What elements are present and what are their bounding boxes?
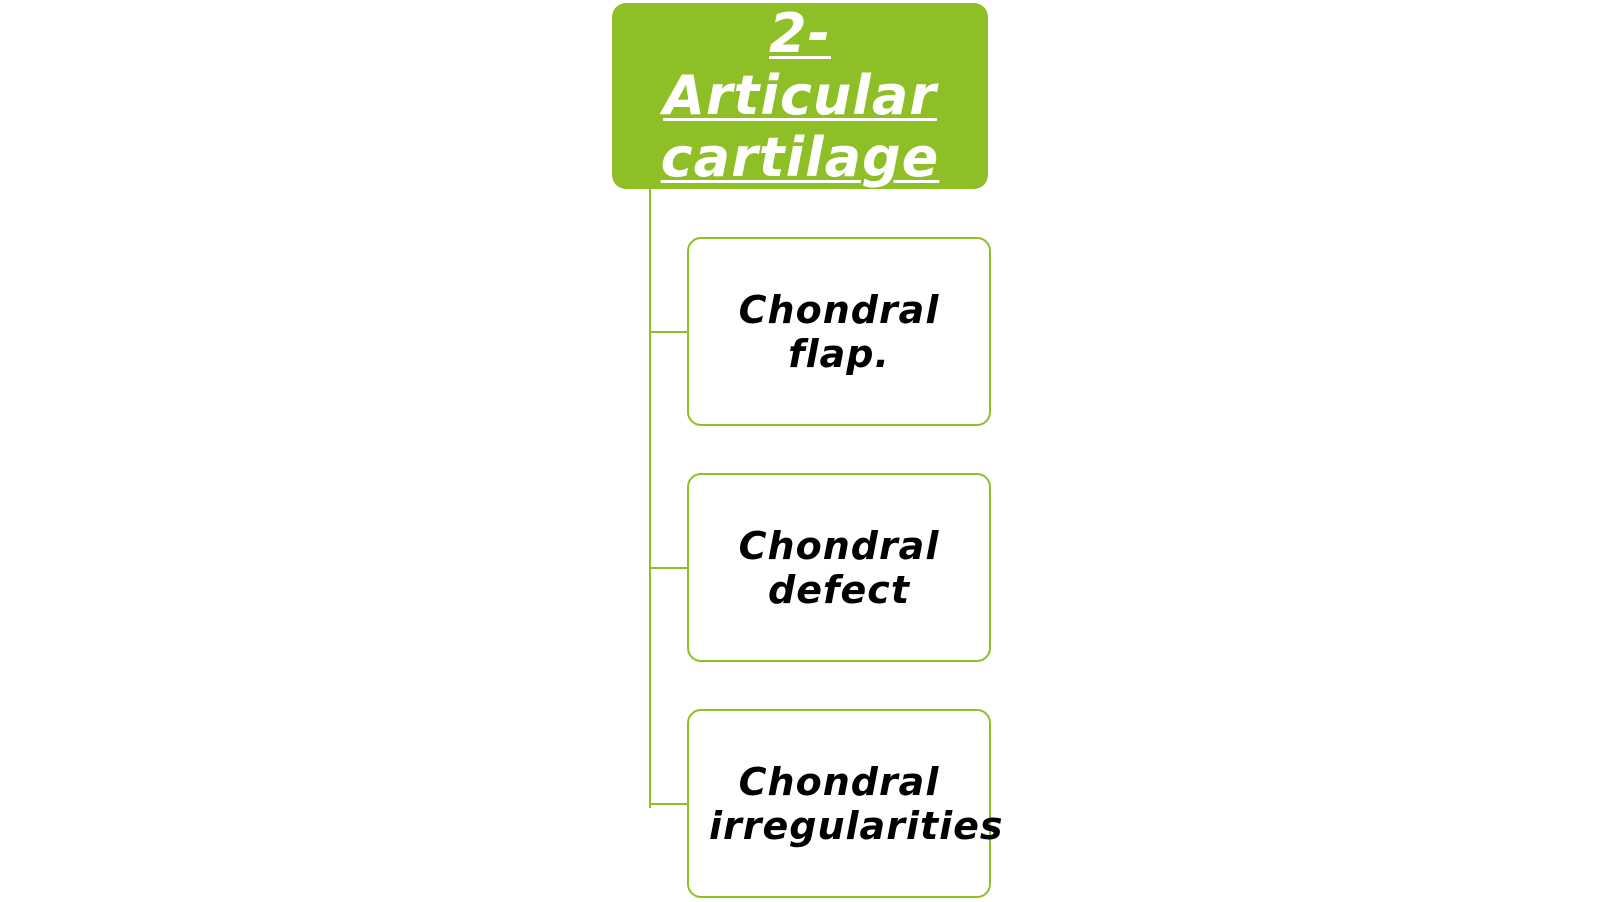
connector-branch-1	[649, 331, 687, 333]
connector-branch-3	[649, 803, 687, 805]
connector-branch-2	[649, 567, 687, 569]
connector-trunk	[649, 189, 651, 808]
child-node-2: Chondral defect	[687, 473, 991, 662]
child-label-3: Chondral irregularities	[709, 759, 1004, 848]
child-label-2: Chondral defect	[738, 523, 940, 612]
child-label-1: Chondral flap.	[738, 287, 940, 376]
root-node: 2- Articular cartilage	[612, 3, 988, 189]
root-title: 2- Articular cartilage	[660, 2, 940, 189]
child-node-1: Chondral flap.	[687, 237, 991, 426]
child-node-3: Chondral irregularities	[687, 709, 1004, 898]
